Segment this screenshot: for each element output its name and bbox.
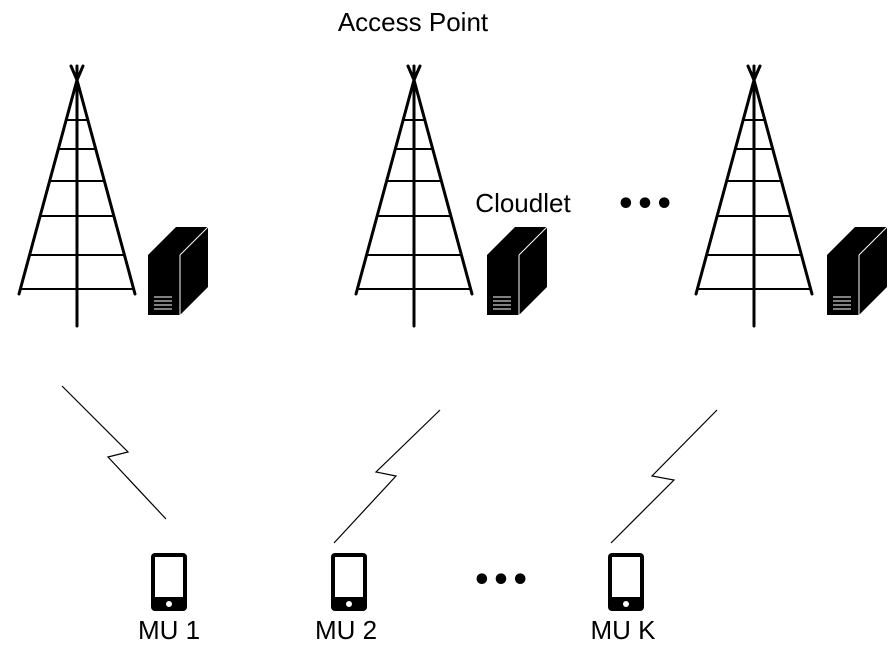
wireless-link-icon (610, 409, 718, 544)
mu-label-1: MU 1 (138, 615, 200, 645)
cloudlet-label: Cloudlet (475, 188, 571, 218)
cell-tower-icon (17, 64, 137, 328)
server-icon (826, 226, 888, 316)
server-icon (486, 226, 548, 316)
cell-tower-icon (354, 64, 474, 328)
ellipsis-top: ••• (616, 187, 674, 222)
smartphone-icon (151, 553, 187, 611)
access-point-label: Access Point (338, 7, 489, 37)
server-icon (147, 226, 209, 316)
cell-tower-icon (694, 64, 814, 328)
ellipsis-bottom: ••• (472, 563, 530, 598)
wireless-link-icon (333, 409, 441, 544)
smartphone-icon (608, 553, 644, 611)
mu-label-2: MU 2 (315, 615, 377, 645)
wireless-link-icon (61, 385, 167, 520)
mu-label-k: MU K (591, 615, 657, 645)
smartphone-icon (331, 553, 367, 611)
